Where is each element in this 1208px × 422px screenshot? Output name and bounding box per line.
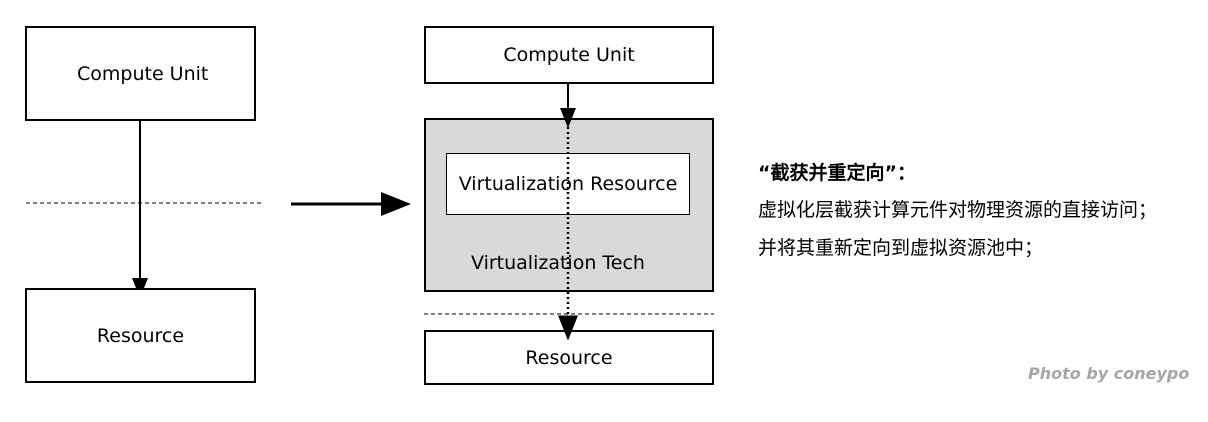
- virtualization-tech-label: Virtualization Tech: [471, 252, 645, 274]
- right-resource-label: Resource: [525, 346, 613, 369]
- right-compute-unit-box: Compute Unit: [424, 26, 714, 84]
- description-line-1: 虚拟化层截获计算元件对物理资源的直接访问；: [758, 199, 1158, 221]
- description-title: “截获并重定向”：: [758, 162, 916, 184]
- left-resource-label: Resource: [96, 324, 185, 347]
- left-compute-unit-label: Compute Unit: [77, 62, 209, 85]
- photo-credit: Photo by coneypo: [1028, 364, 1190, 383]
- left-resource-box: Resource: [25, 288, 256, 383]
- left-compute-unit-box: Compute Unit: [25, 26, 256, 121]
- description-line-2: 并将其重新定向到虚拟资源池中；: [758, 237, 1044, 259]
- right-compute-unit-label: Compute Unit: [503, 44, 635, 66]
